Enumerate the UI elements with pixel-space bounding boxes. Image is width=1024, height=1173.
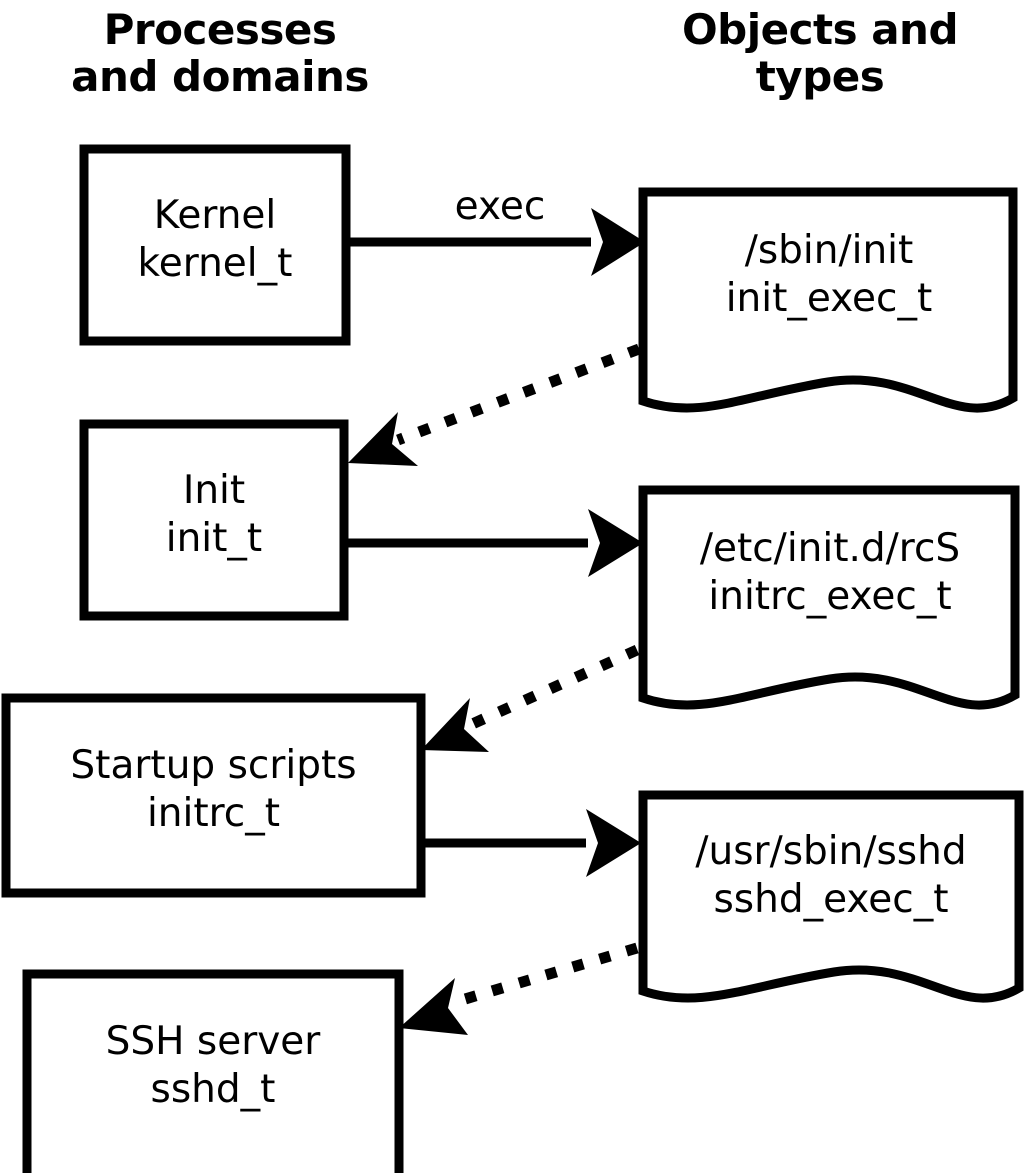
arrowhead-dotted-left bbox=[421, 698, 489, 752]
node-hit-sshd-exec[interactable] bbox=[643, 795, 1019, 1000]
arrowhead-solid-right bbox=[591, 208, 645, 276]
edge-initrc-to-sshd-exec bbox=[421, 809, 641, 877]
node-hit-initrc[interactable] bbox=[6, 698, 421, 893]
column-heading-processes: Processes and domains bbox=[71, 5, 369, 102]
edge-init-to-initrc-exec bbox=[344, 509, 643, 577]
node-hit-init-exec[interactable] bbox=[643, 192, 1015, 407]
process-box-kernel[interactable] bbox=[79, 144, 351, 346]
edge-kernel-to-init-exec bbox=[346, 208, 645, 276]
process-box-init[interactable] bbox=[79, 419, 349, 621]
node-hit-kernel[interactable] bbox=[84, 149, 346, 341]
arrowhead-solid-right bbox=[586, 809, 641, 877]
process-box-sshd[interactable] bbox=[22, 969, 404, 1173]
node-hit-initrc-exec[interactable] bbox=[643, 490, 1017, 705]
edge-line-dotted bbox=[467, 644, 640, 731]
object-doc-init-exec[interactable] bbox=[638, 187, 1018, 413]
arrowhead-solid-right bbox=[588, 509, 643, 577]
object-doc-initrc-exec[interactable] bbox=[638, 485, 1020, 710]
edge-line-dotted bbox=[396, 343, 641, 446]
object-doc-sshd-exec[interactable] bbox=[638, 790, 1024, 1003]
edge-init-exec-to-init bbox=[348, 343, 641, 466]
edge-sshd-exec-to-sshd bbox=[399, 942, 639, 1035]
arrowhead-dotted-left bbox=[348, 412, 418, 466]
column-heading-objects: Objects and types bbox=[681, 5, 959, 102]
edge-initrc-exec-to-initrc bbox=[421, 644, 640, 752]
edge-line-dotted bbox=[453, 942, 639, 1008]
node-hit-sshd[interactable] bbox=[27, 974, 399, 1173]
node-hit-init[interactable] bbox=[84, 424, 344, 616]
arrowhead-dotted-left bbox=[399, 978, 468, 1035]
process-box-initrc[interactable] bbox=[1, 693, 426, 898]
